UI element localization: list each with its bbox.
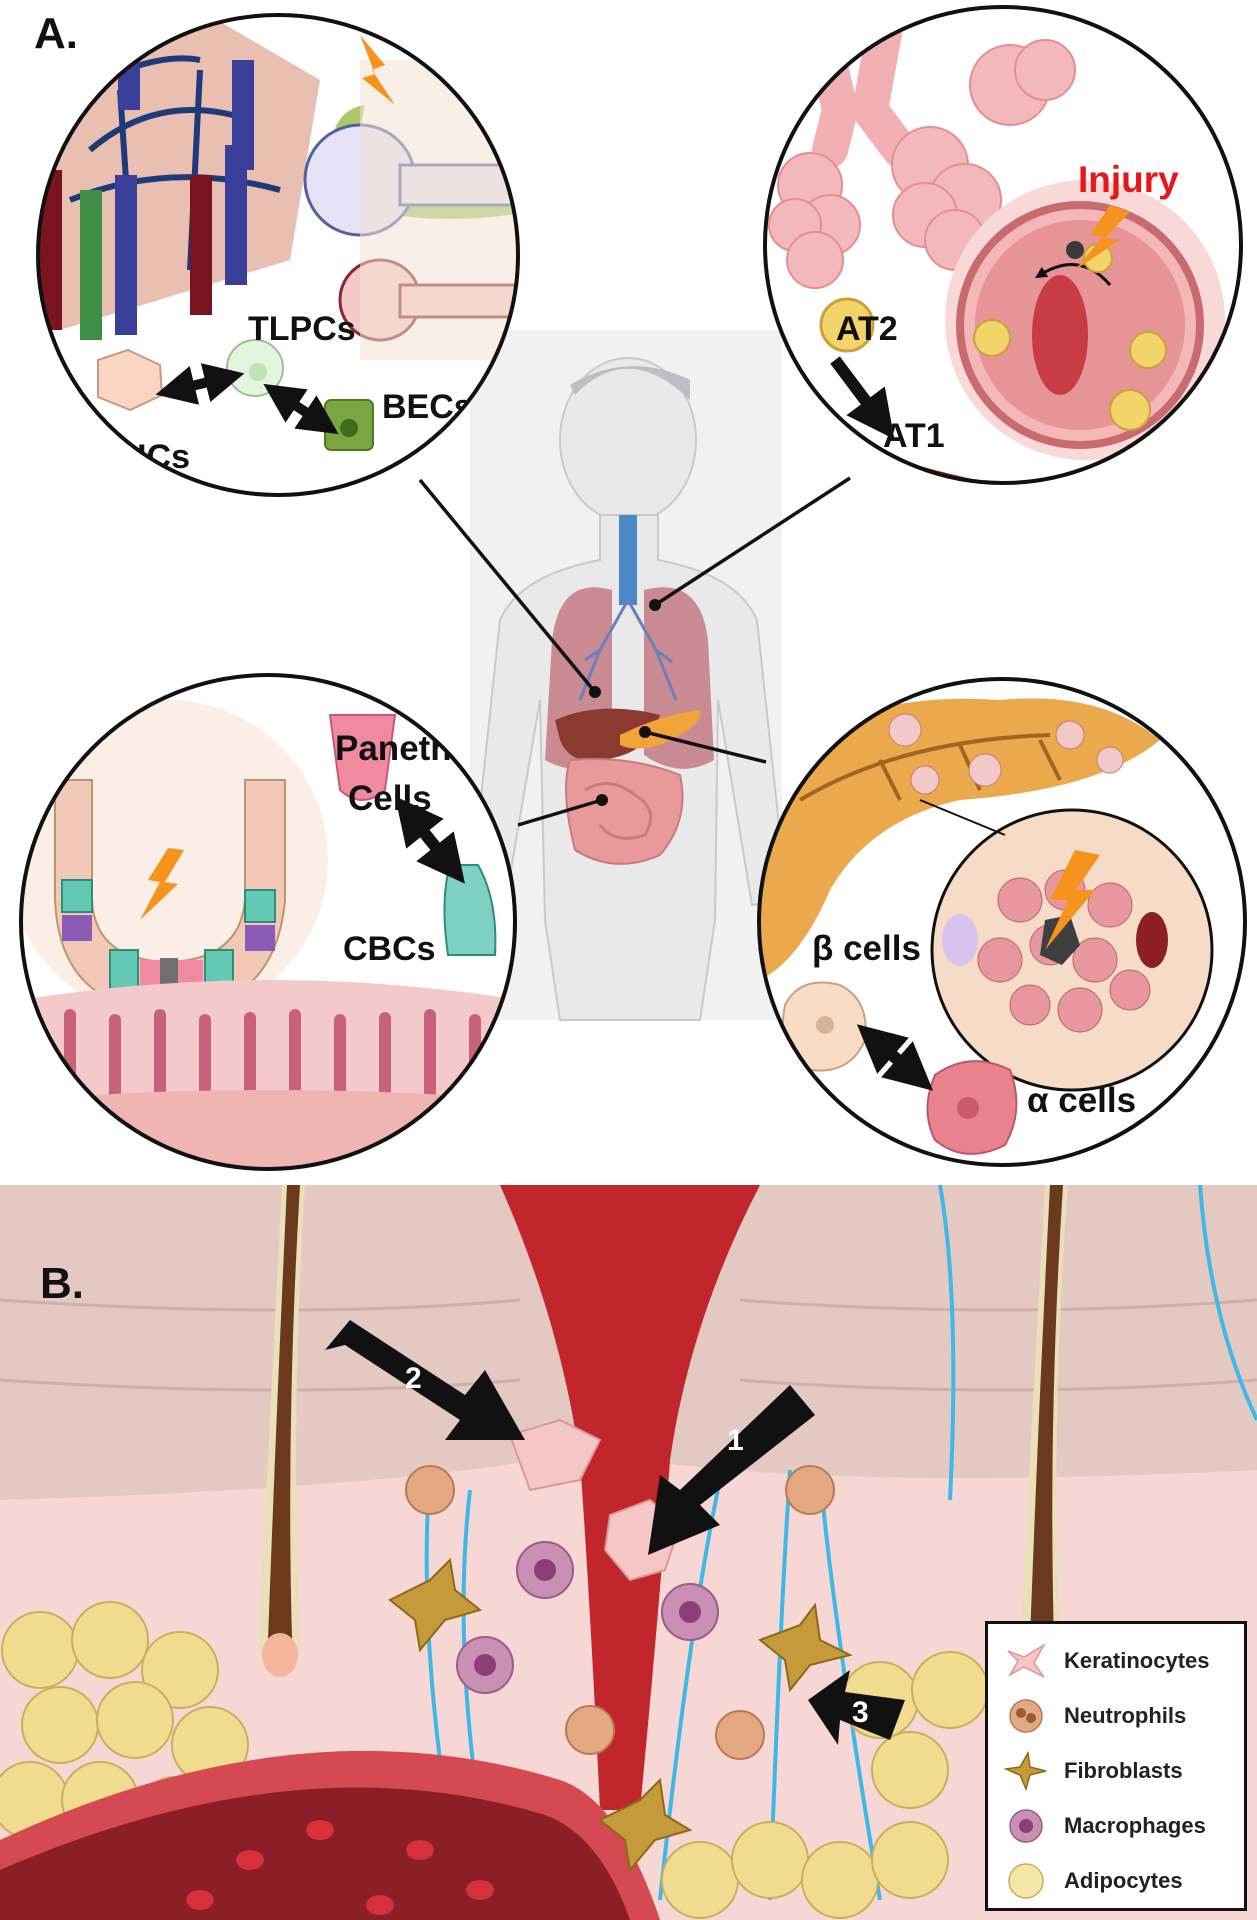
tlpcs-label: TLPCs [248,310,356,348]
migration-arrow-2 [325,1320,525,1440]
legend-item-keratinocytes: Keratinocytes [1002,1636,1210,1686]
legend-label: Macrophages [1064,1813,1206,1838]
keratinocyte-icon [1002,1639,1050,1683]
neutrophil-icon [1002,1694,1050,1738]
at1-cell-icon [870,452,990,483]
panel-a-letter: A. [34,9,78,58]
injury-lightning-icon [360,35,395,105]
panel-b-letter: B. [40,1259,84,1308]
fibroblast-cells [388,1557,853,1873]
arrow-label-2: 2 [405,1362,422,1395]
intestine-arrow-icon [395,796,465,884]
fibroblast-icon [1002,1749,1050,1793]
at1-label: AT1 [883,417,945,455]
legend-item-adipocytes: Adipocytes [1002,1856,1183,1906]
legend-item-neutrophils: Neutrophils [1002,1691,1186,1741]
intestine-circle: Paneth Cells CBCs [19,673,517,1171]
injury-lightning-icon [1045,850,1100,950]
human-body-figure [468,330,789,1021]
liver-arrow-icon [155,363,245,405]
legend-label: Adipocytes [1064,1868,1183,1893]
pancreas-organ [620,710,701,749]
cell-type-legend: Keratinocytes Neutrophils Fibroblasts Ma… [985,1621,1247,1911]
paneth-cell-icon [328,714,397,801]
migration-arrow-3 [808,1670,905,1745]
cbcs-label: CBCs [343,930,436,968]
at2-label: AT2 [836,310,898,348]
at2-cell-icon [819,297,875,353]
wound-blood [500,1185,760,1810]
legend-label: Neutrophils [1064,1703,1187,1728]
legend-item-fibroblasts: Fibroblasts [1002,1746,1183,1796]
arrow-label-3: 3 [852,1696,869,1729]
pancreas-circle: β cells α cells [757,677,1247,1167]
paneth-label-line2: Cells [348,779,432,818]
skin-wound-illustration: 2 1 3 [0,1185,1257,1920]
macrophage-icon [1002,1804,1050,1848]
legend-label: Keratinocytes [1064,1648,1210,1673]
paneth-label-line1: Paneth [335,729,452,768]
arrow-label-1: 1 [727,1424,744,1457]
lung-circle: Injury AT2 AT1 [763,5,1243,485]
trachea [619,515,637,605]
intestine-organ [565,758,684,865]
hair-follicle-left [258,1185,305,1677]
connector-lines [418,476,851,827]
legend-label: Fibroblasts [1064,1758,1183,1783]
pancreas-arrow-icon [856,1024,934,1091]
keratinocyte-cells [508,1418,682,1582]
legend-item-macrophages: Macrophages [1002,1801,1206,1851]
liver-arrow-icon [263,383,339,435]
injury-lightning-icon [140,848,184,920]
alpha-cells-label: α cells [1027,1081,1136,1120]
injury-lightning-icon [1075,205,1130,270]
lung-arrow-icon [830,356,895,440]
neutrophil-cells [405,1465,835,1760]
adipocyte-icon [1002,1859,1050,1903]
cbc-cell-icon [443,864,497,956]
becs-label: BECs [382,388,473,426]
beta-cells-label: β cells [812,929,921,968]
injury-label: Injury [1078,159,1179,200]
liver-circle: TLPCs BECs HCs [36,13,520,497]
migration-arrow-1 [648,1385,815,1555]
